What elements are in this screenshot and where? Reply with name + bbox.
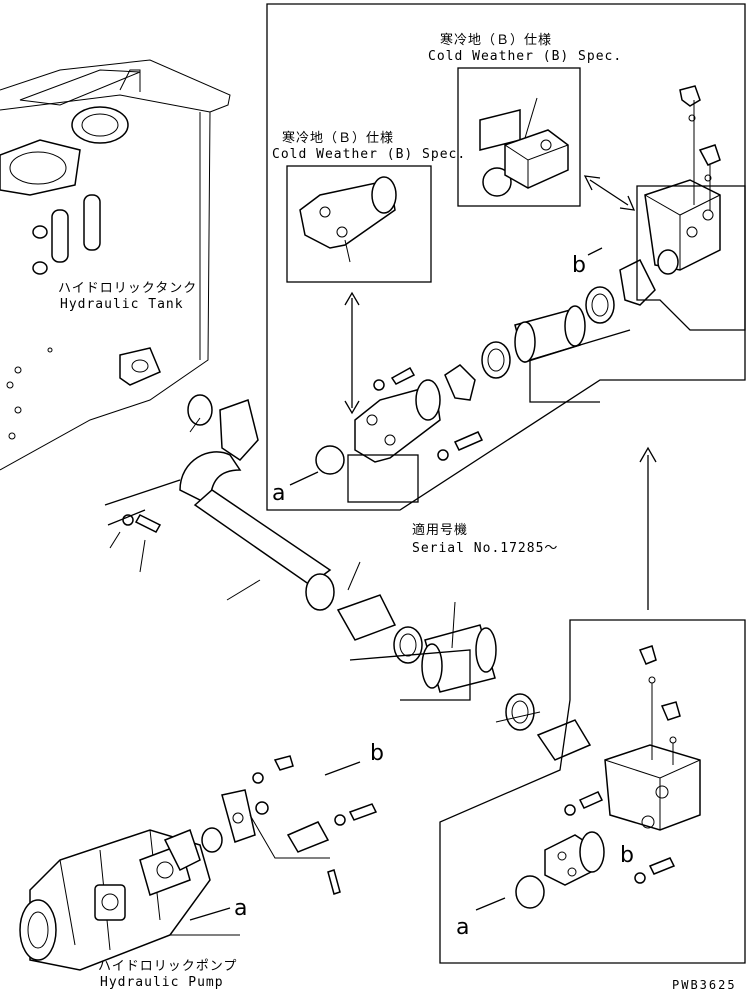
cold-spec-block-top (479, 109, 569, 197)
serial-label-en: Serial No.17285～ (412, 541, 558, 556)
suction-pipe-assembly (104, 394, 592, 761)
swap-arrow-diagonal (583, 175, 636, 211)
ref-b-pump: b (370, 741, 384, 766)
pump-label-en: Hydraulic Pump (100, 975, 224, 990)
cold-spec-label-jp-top: 寒冷地（Ｂ）仕様 (440, 32, 552, 48)
cold-spec-label-en-mid: Cold Weather (B) Spec. (272, 147, 466, 162)
tank-label-jp: ハイドロリックタンク (58, 281, 197, 296)
cold-spec-box-mid (286, 165, 432, 283)
reference-arrow-up (639, 446, 657, 610)
drawing-code: PWB3625 (672, 978, 737, 992)
cold-spec-box-top (457, 67, 581, 207)
pump-label-jp: ハイドロリックポンプ (98, 959, 237, 974)
ref-a-upper: a (272, 481, 285, 506)
upper-assembly (315, 85, 746, 503)
serial-label-jp: 適用号機 (412, 522, 468, 538)
ref-b-upper: b (572, 253, 586, 278)
hydraulic-pump (19, 755, 378, 971)
ref-arrow-b-pump (324, 761, 361, 776)
pump-inset-frame (439, 619, 746, 964)
ref-a-lower: a (456, 915, 469, 940)
swap-arrow-vertical (344, 291, 360, 415)
cold-spec-label-en-top: Cold Weather (B) Spec. (428, 49, 622, 64)
ref-a-pump: a (234, 896, 247, 921)
ref-arrow-a-pump (189, 907, 231, 921)
lower-inset-parts (515, 645, 701, 909)
tank-label-en: Hydraulic Tank (60, 297, 184, 312)
cold-spec-flange-mid (299, 176, 397, 249)
hydraulic-tank (0, 59, 231, 471)
ref-b-lower: b (620, 843, 634, 868)
serial-inset-frame (266, 3, 746, 511)
cold-spec-label-jp-mid: 寒冷地（Ｂ）仕様 (282, 130, 394, 146)
